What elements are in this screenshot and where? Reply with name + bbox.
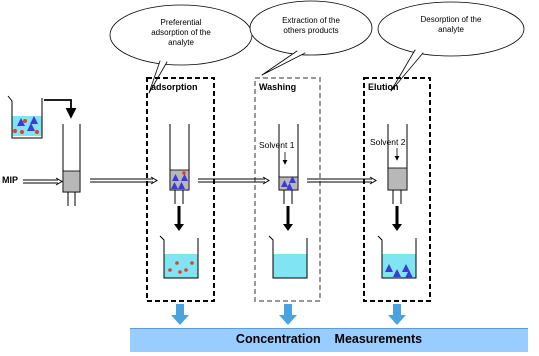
solvent-2-label: Solvent 2 [370, 137, 406, 147]
concentration-banner: Concentration Measurements [130, 328, 528, 352]
adsorption-beaker [159, 235, 199, 279]
mip-arrow [23, 177, 63, 186]
analyte-triangle [281, 180, 288, 187]
bubble-elution-text: Desorption of the analyte [406, 15, 496, 35]
product-dot [23, 119, 27, 123]
transfer-arrow-2 [198, 176, 270, 185]
bubble-line: Extraction of the [282, 16, 340, 25]
product-dot [20, 130, 24, 134]
initial-column [62, 124, 81, 206]
measure-arrow-elution [388, 304, 406, 325]
product-dot [13, 129, 17, 133]
banner-text: Concentration Measurements [235, 332, 423, 346]
product-dot [178, 270, 182, 274]
analyte-triangle [178, 182, 185, 189]
bubble-line: Desorption of the [420, 15, 482, 24]
elution-box [363, 77, 431, 302]
mip-label: MIP [2, 175, 19, 185]
analyte-triangle [286, 183, 293, 190]
bubble-line: analyte [438, 25, 464, 34]
bubble-adsorption-text: Preferential adsorption of the analyte [146, 18, 216, 48]
product-dot [175, 261, 179, 265]
washing-beaker [268, 235, 308, 279]
measure-arrow-washing [279, 304, 297, 325]
measure-arrow-adsorption [171, 304, 189, 325]
analyte-triangle [393, 269, 401, 277]
bubble-line: adsorption of the [151, 28, 211, 37]
stage-title-elution: Elution [368, 82, 399, 92]
stage-title-adsorption: adsorption [151, 82, 198, 92]
sample-beaker [7, 95, 43, 139]
bubble-line: analyte [168, 38, 194, 47]
analyte-triangle [181, 174, 188, 181]
stage-title-washing: Washing [259, 82, 297, 92]
product-dot [35, 130, 39, 134]
bubble-elution [377, 1, 525, 92]
adsorption-column [169, 124, 190, 231]
analyte-triangle [289, 176, 296, 183]
bubble-washing-text: Extraction of the others products [266, 16, 356, 36]
bubble-line: Preferential [160, 18, 202, 27]
analyte-triangle [17, 118, 25, 126]
analyte-triangle [27, 123, 35, 131]
analyte-triangle [385, 264, 393, 272]
pour-arrow [44, 99, 77, 119]
analyte-triangle [402, 264, 410, 272]
bubble-line: others products [283, 26, 339, 35]
product-dot [184, 268, 188, 272]
product-dot [190, 261, 194, 265]
elution-column [387, 124, 408, 231]
analyte-triangle [30, 116, 38, 124]
analyte-triangle [405, 270, 413, 278]
adsorption-box [146, 77, 215, 302]
product-dot [168, 268, 172, 272]
elution-beaker [377, 235, 417, 279]
bubble-washing [249, 0, 373, 76]
analyte-triangle [171, 182, 178, 189]
product-dot [182, 171, 186, 175]
transfer-arrow-3 [307, 176, 377, 185]
analyte-triangle [172, 174, 179, 181]
transfer-arrow-1 [90, 176, 158, 185]
solvent-1-label: Solvent 1 [259, 140, 295, 150]
washing-column [278, 124, 299, 231]
washing-box [254, 77, 321, 302]
